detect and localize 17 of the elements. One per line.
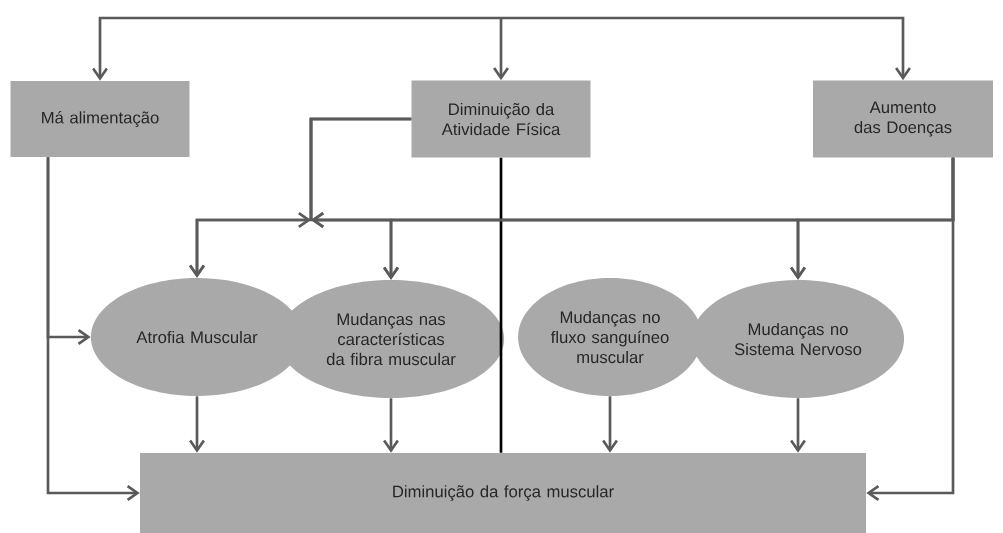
process-box: Diminuição da Atividade Física [411, 80, 591, 158]
process-box: Aumento das Doenças [813, 80, 993, 158]
arrow [790, 398, 806, 453]
process-box: Má alimentação [10, 81, 190, 157]
arrow [46, 157, 140, 501]
arrow [383, 398, 399, 453]
ellipse-node: Mudanças no Sistema Nervoso [691, 280, 905, 398]
ellipse-node: Mudanças no fluxo sanguíneo muscular [518, 278, 702, 396]
arrow [189, 396, 205, 453]
arrow [501, 16, 911, 81]
ellipse-node: Mudanças nas características da fibra muscular [277, 280, 505, 398]
arrow [92, 16, 501, 81]
arrow [602, 396, 618, 453]
process-box: Diminuição da força muscular [140, 453, 866, 533]
arrow [866, 157, 955, 501]
ellipse-node: Atrofia Muscular [90, 278, 304, 396]
arrow [493, 18, 509, 81]
